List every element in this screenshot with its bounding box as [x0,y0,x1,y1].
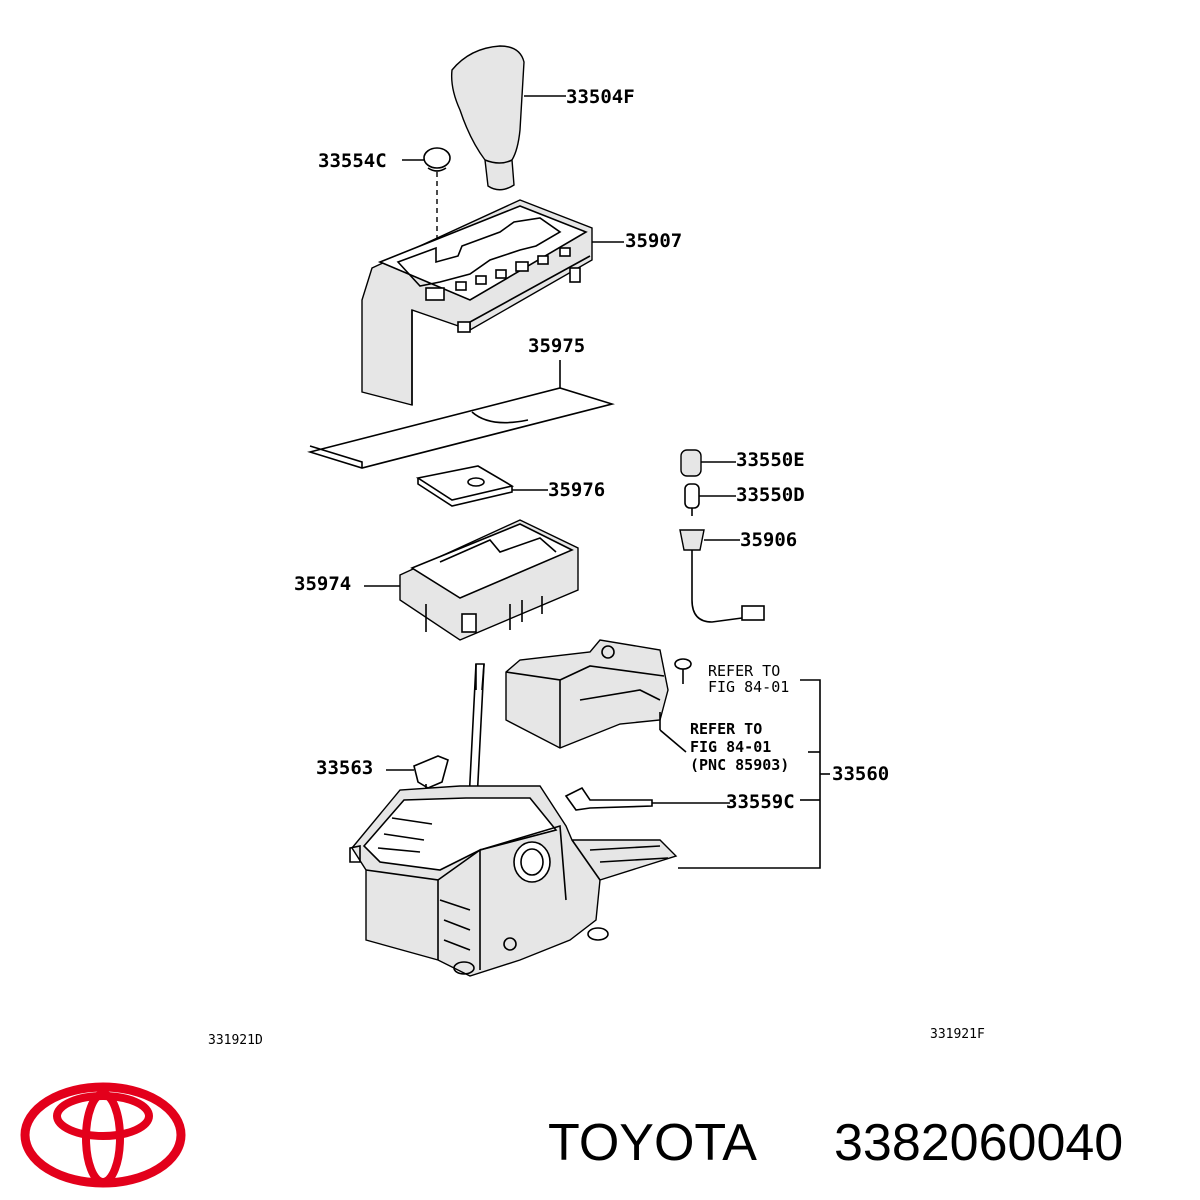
refer1-line1: REFER TO [708,662,780,680]
label-33550D: 33550D [736,484,805,506]
label-33559C: 33559C [726,791,795,813]
label-35907: 35907 [625,230,682,252]
plate-part [415,465,515,507]
label-35975: 35975 [528,335,585,357]
button-part [423,147,451,172]
brand-name: TOYOTA [548,1114,757,1172]
label-35906: 35906 [740,529,797,551]
label-33504F: 33504F [566,86,635,108]
bulb-part [684,483,700,516]
diagram-code-left: 331921D [208,1033,263,1048]
label-35976: 35976 [548,479,605,501]
bracket-33560 [678,679,830,869]
label-33560: 33560 [832,763,889,785]
gasket-part [307,387,615,469]
lever-rod-part [564,786,653,811]
bulb-socket-wire-part [679,529,765,623]
label-33554C: 33554C [318,150,387,172]
diagram-code-right: 331921F [930,1027,985,1042]
shift-lock-solenoid-part [505,639,669,749]
label-35974: 35974 [294,573,351,595]
shifter-base-part [349,785,678,977]
part-number: 3382060040 [834,1114,1123,1172]
bulb-cover-part [680,449,702,477]
label-33563: 33563 [316,757,373,779]
toyota-logo-icon [20,1082,186,1188]
indicator-housing-part [361,199,593,406]
refer1-line2: FIG 84-01 [708,678,789,696]
refer2-line1: REFER TO [690,720,762,738]
slide-plate-part [399,519,579,641]
screw-part [674,658,692,684]
refer2-line2: FIG 84-01 [690,738,771,756]
refer2-line3: (PNC 85903) [690,756,789,774]
label-33550E: 33550E [736,449,805,471]
shift-knob-part [450,45,525,191]
